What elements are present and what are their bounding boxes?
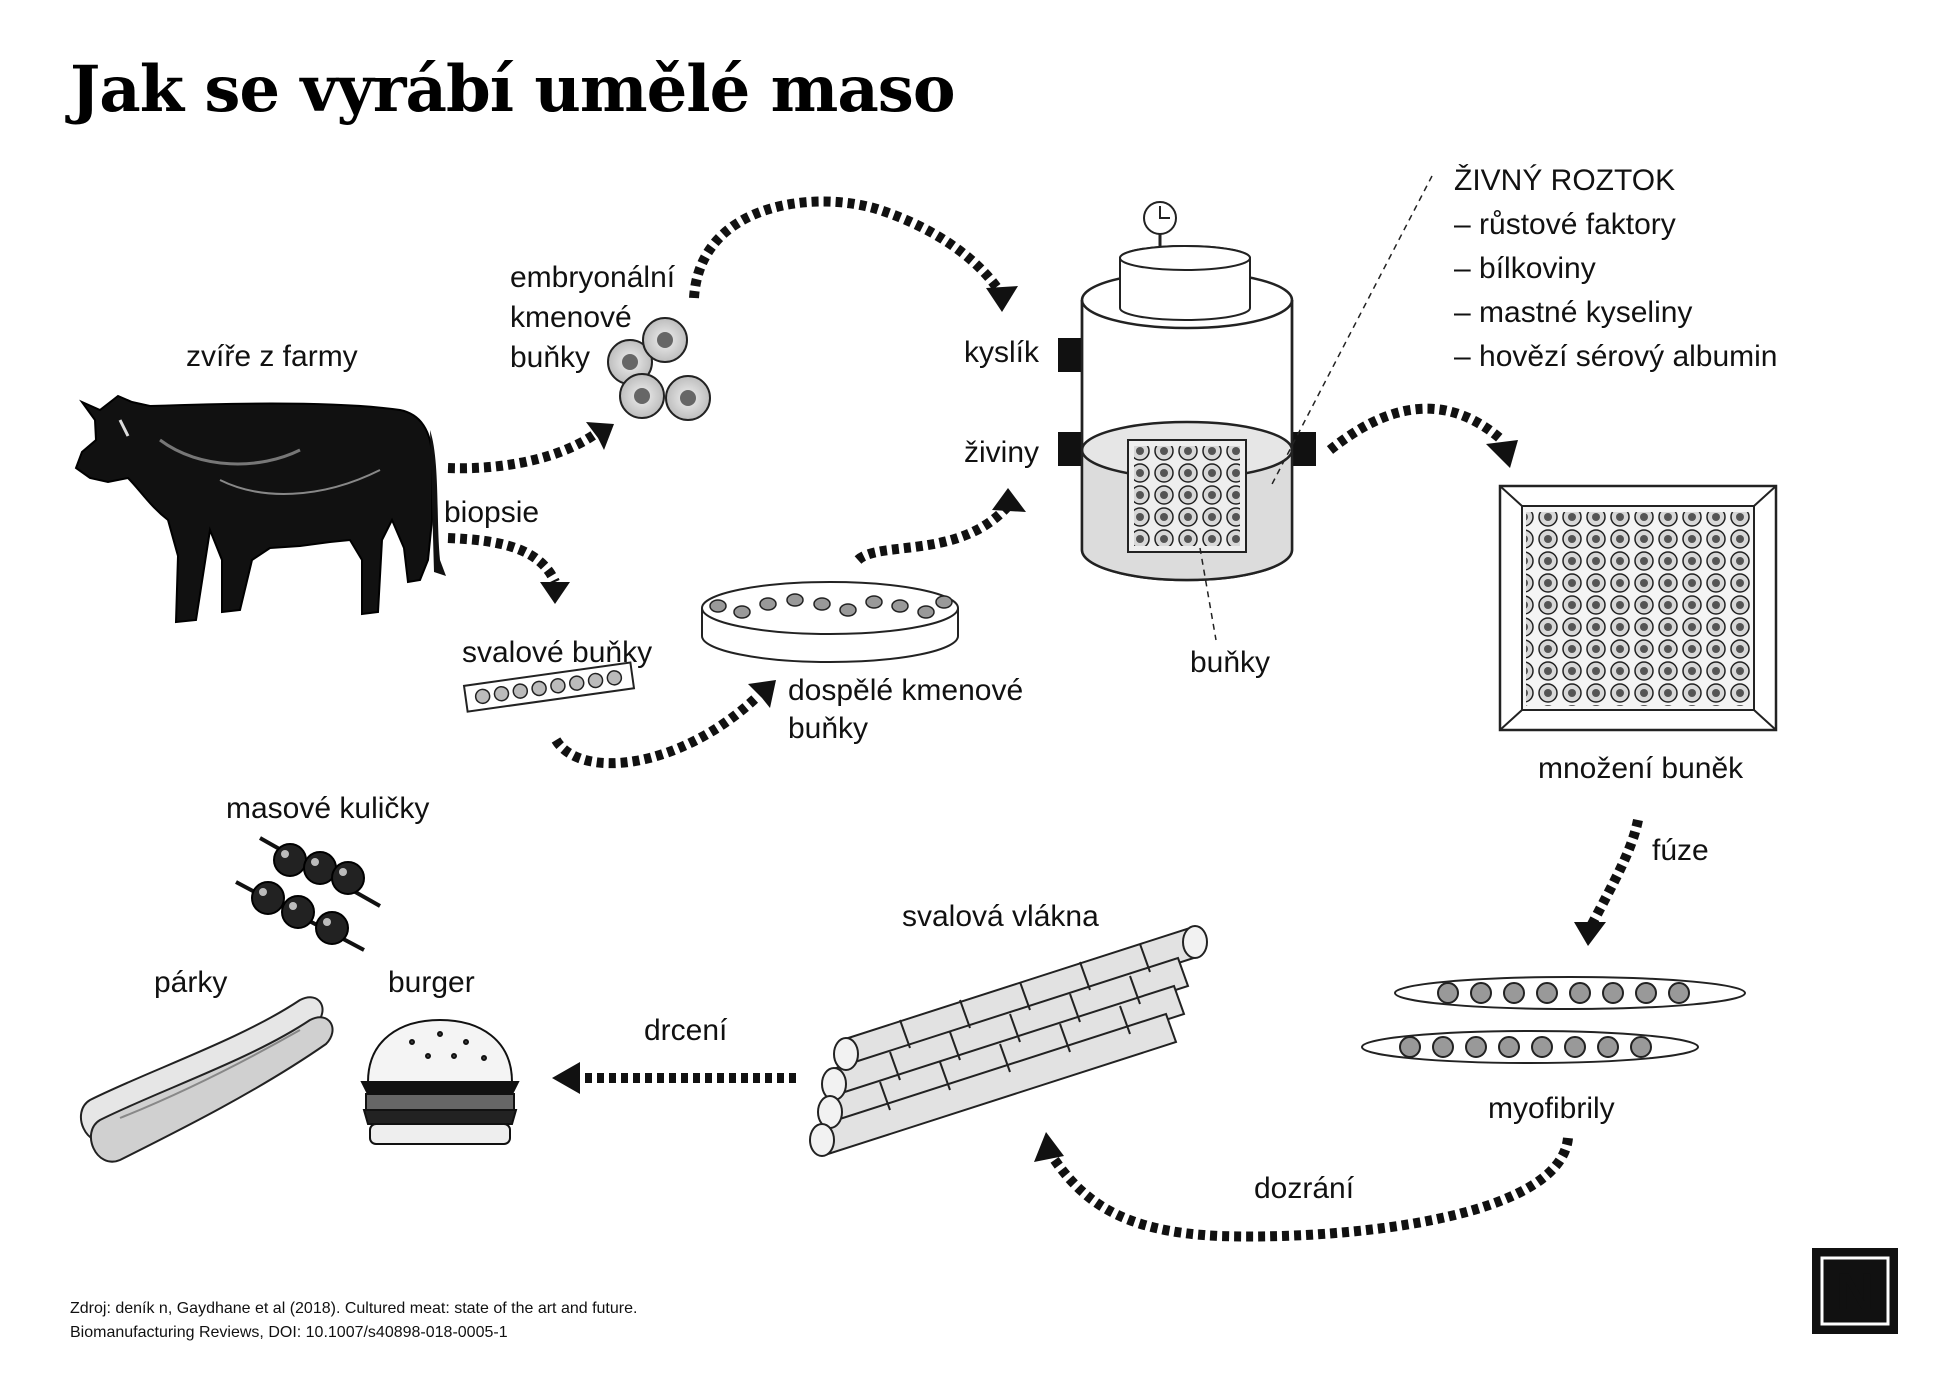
label-meatballs: masové kuličky <box>226 792 429 825</box>
label-burger: burger <box>388 966 475 999</box>
label-muscle-fibers: svalová vlákna <box>902 900 1099 933</box>
label-adult-stem-1: dospělé kmenové <box>788 674 1023 707</box>
sausages-illustration <box>79 996 334 1163</box>
label-multiplication: množení buněk <box>1538 752 1744 785</box>
label-grinding: drcení <box>644 1014 728 1047</box>
cells-leader-line <box>1199 547 1217 641</box>
arrow-cow-to-muscle <box>447 533 560 585</box>
arrowhead-myofibrils <box>1574 922 1606 946</box>
meatballs-illustration <box>235 836 381 952</box>
arrowhead-reactor-side <box>992 488 1026 512</box>
arrow-reactor-to-tray <box>1326 403 1506 454</box>
arrowhead-reactor-top <box>986 286 1018 312</box>
label-fusion: fúze <box>1652 834 1709 867</box>
nutrient-leader-line <box>1269 175 1433 489</box>
label-myofibrils: myofibrily <box>1488 1092 1615 1125</box>
label-embryonic-2: kmenové <box>510 301 632 334</box>
label-maturation: dozrání <box>1254 1172 1355 1205</box>
label-embryonic-3: buňky <box>510 341 590 374</box>
muscle-fibers-illustration <box>809 925 1208 1157</box>
arrowhead-fibers <box>1034 1132 1064 1162</box>
label-cells: buňky <box>1190 646 1270 679</box>
burger-illustration <box>360 1018 520 1145</box>
source-line-2: Biomanufacturing Reviews, DOI: 10.1007/s… <box>70 1324 508 1341</box>
nutrient-item-1: – bílkoviny <box>1454 252 1596 285</box>
arrowhead-embryonic <box>586 422 614 450</box>
embryonic-stem-cells-illustration <box>607 317 711 421</box>
label-animal: zvíře z farmy <box>186 340 358 373</box>
nutrient-item-3: – hovězí sérový albumin <box>1454 340 1778 373</box>
logo-n: N <box>1812 1248 1898 1334</box>
label-embryonic-1: embryonální <box>510 261 676 294</box>
nutrient-item-2: – mastné kyseliny <box>1454 296 1692 329</box>
logo-letter: N <box>1836 1263 1874 1321</box>
arrowhead-tray <box>1486 440 1518 468</box>
flow-arrows <box>447 196 1643 1242</box>
label-muscle-cells: svalové buňky <box>462 636 652 669</box>
arrow-heads <box>540 286 1606 1162</box>
label-oxygen: kyslík <box>964 336 1040 369</box>
nutrient-item-0: – růstové faktory <box>1454 208 1676 241</box>
nutrient-solution-heading: ŽIVNÝ ROZTOK <box>1454 164 1675 197</box>
myofibrils-illustration <box>1361 976 1746 1064</box>
label-adult-stem-2: buňky <box>788 712 868 745</box>
arrow-muscle-to-dish <box>551 692 762 769</box>
arrow-embryonic-to-reactor <box>689 196 1005 299</box>
arrowhead-dish <box>748 680 776 708</box>
label-nutrients: živiny <box>964 436 1039 469</box>
label-sausages: párky <box>154 966 227 999</box>
arrow-tray-to-myofibrils <box>1585 818 1643 931</box>
bioreactor-illustration <box>1058 201 1316 582</box>
cell-tray-illustration <box>1498 484 1778 732</box>
arrow-dish-to-reactor <box>854 502 1012 565</box>
page-title: Jak se vyrábí umělé maso <box>70 52 955 127</box>
arrow-cow-to-embryonic <box>447 427 601 474</box>
arrow-myofibrils-to-fibers <box>1043 1137 1573 1242</box>
arrowhead-muscle <box>540 582 570 604</box>
source-line-1: Zdroj: deník n, Gaydhane et al (2018). C… <box>70 1300 638 1317</box>
petri-dish-illustration <box>701 581 959 663</box>
label-biopsy: biopsie <box>444 496 539 529</box>
muscle-cells-illustration <box>462 661 636 713</box>
cow-illustration <box>74 394 446 624</box>
arrowhead-products <box>552 1062 580 1094</box>
